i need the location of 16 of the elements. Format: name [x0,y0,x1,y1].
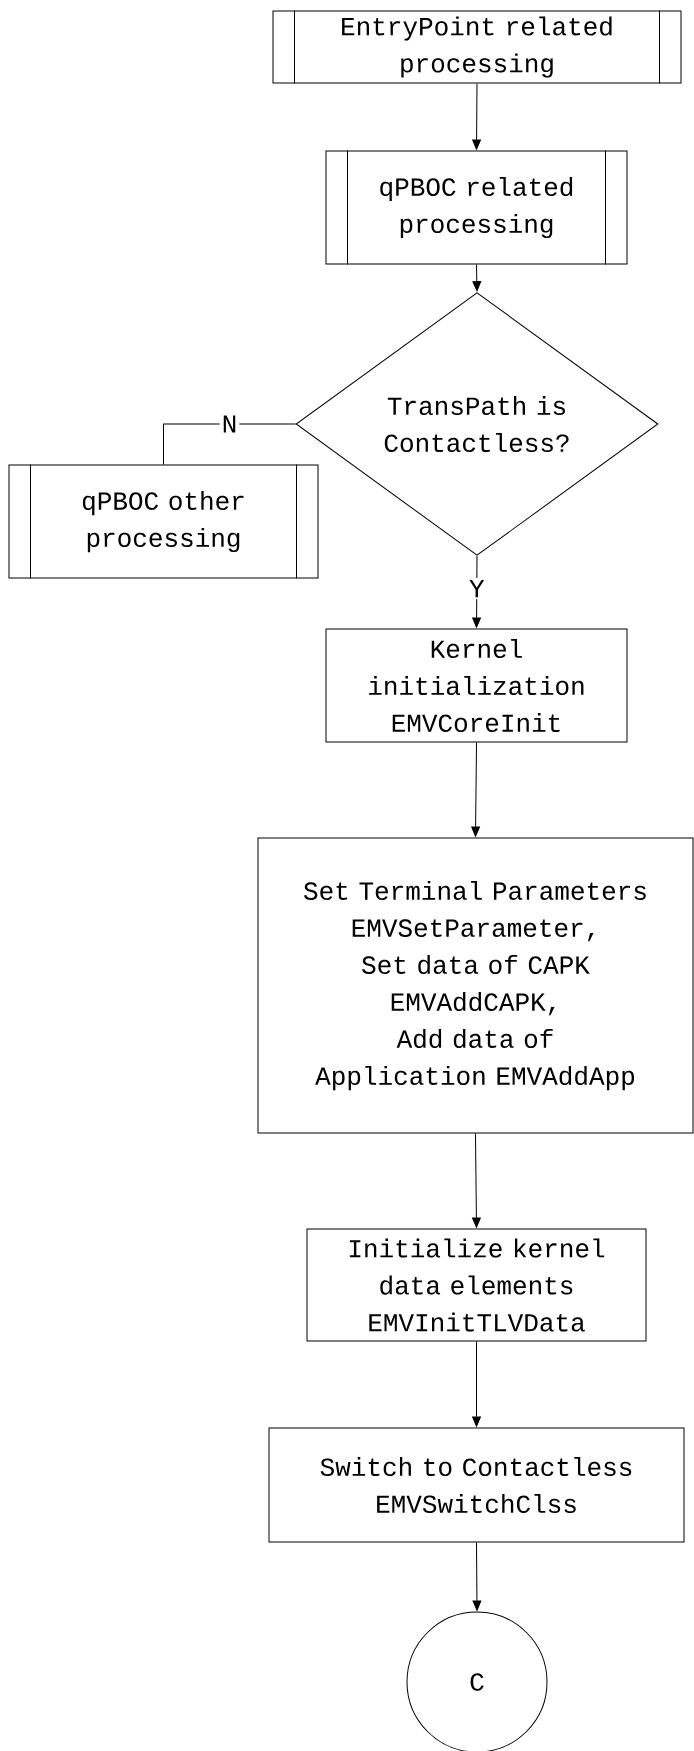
arrow [472,555,481,628]
arrow [472,1133,481,1228]
process-box: Initialize kernel data elements EMVInitTLVData [306,1228,647,1342]
arrow [472,83,481,150]
edge-label: Y [467,578,487,600]
arrow [472,264,482,292]
arrow [472,1341,481,1427]
arrow [472,1542,482,1611]
subprocess-box: qPBOC related processing [325,150,628,265]
arrow [471,742,480,837]
process-box: Kernel initialization EMVCoreInit [325,628,628,743]
subprocess-box: EntryPoint related processing [272,10,682,84]
edge-label: N [219,413,240,435]
process-box: Switch to Contactless EMVSwitchClss [268,1427,685,1543]
subprocess-box: qPBOC other processing [8,464,319,579]
process-box: Set Terminal Parameters EMVSetParameter, Set data of CAPK EMVAddCAPK, Add data of Application EMVAddApp [257,837,694,1134]
